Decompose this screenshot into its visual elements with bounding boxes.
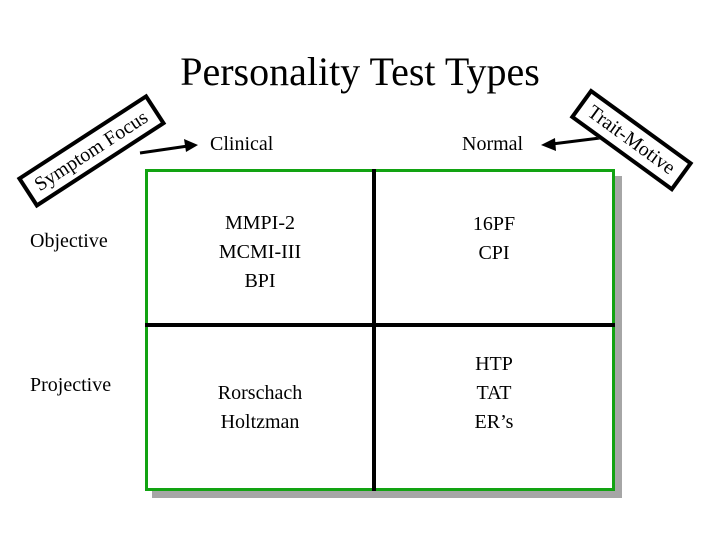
row-label-objective: Objective (30, 230, 108, 252)
cell-item: BPI (244, 270, 276, 292)
cell-item: MCMI-III (218, 241, 302, 263)
column-label-clinical: Clinical (210, 133, 274, 155)
cell-item: Holtzman (220, 410, 300, 433)
cell-item: CPI (478, 241, 510, 264)
arrow-to-clinical-icon (139, 139, 198, 155)
cell-item: HTP (475, 353, 513, 375)
cell-objective-clinical: MMPI-2 MCMI-III BPI (148, 182, 372, 342)
column-label-normal: Normal (462, 133, 524, 155)
cell-projective-clinical: Rorschach Holtzman (148, 327, 372, 488)
vertical-divider (372, 169, 376, 491)
test-type-grid: MMPI-2 MCMI-III BPI 16PF CPI Rorschach H… (145, 169, 615, 491)
cell-item: TAT (476, 382, 512, 404)
cell-projective-normal: HTP TAT ER’s (376, 327, 612, 488)
slide-title: Personality Test Types (180, 49, 540, 94)
horizontal-divider (145, 323, 615, 327)
arrow-to-normal-icon (541, 135, 609, 151)
cell-item: Rorschach (217, 381, 303, 404)
row-label-projective: Projective (30, 374, 112, 396)
cell-item: ER’s (474, 411, 514, 433)
cell-item: 16PF (472, 212, 516, 235)
cell-objective-normal: 16PF CPI (376, 172, 612, 323)
cell-item: MMPI-2 (224, 212, 295, 234)
